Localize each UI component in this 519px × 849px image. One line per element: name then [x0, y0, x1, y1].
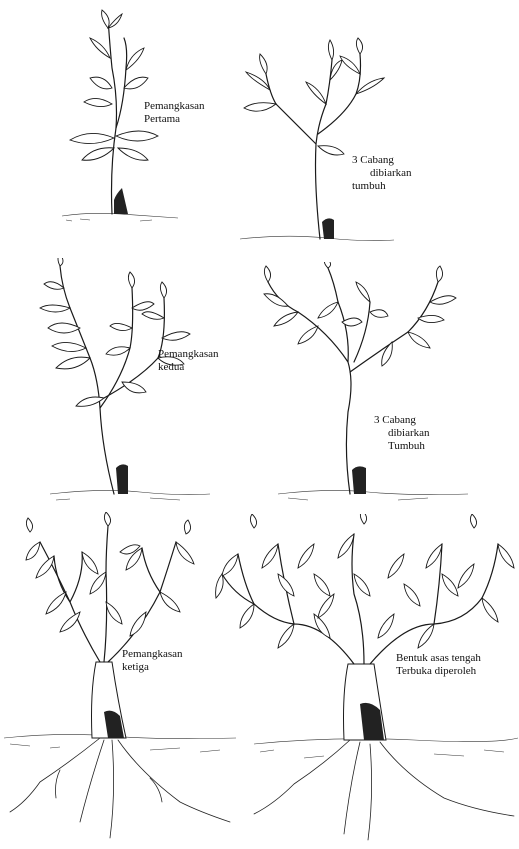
- label-stage-5-line-2: ketiga: [122, 661, 182, 674]
- plant-stage-2: 3 Cabang dibiarkan tumbuh: [236, 34, 396, 249]
- label-stage-2-line-1: 3 Cabang: [352, 154, 412, 167]
- plant-stage-3-drawing: [30, 258, 240, 508]
- label-stage-1: Pemangkasan Pertama: [144, 100, 204, 126]
- plant-stage-1: Pemangkasan Pertama: [60, 8, 180, 228]
- plant-stage-2-drawing: [236, 34, 396, 249]
- plant-stage-5-drawing: [0, 512, 240, 842]
- plant-stage-6-drawing: [214, 514, 519, 844]
- label-stage-3: Pemangkasan kedua: [158, 348, 218, 374]
- label-stage-6-line-2: Terbuka diperoleh: [396, 665, 481, 678]
- label-stage-2-line-3: tumbuh: [352, 180, 412, 193]
- label-stage-4-line-1: 3 Cabang: [374, 414, 430, 427]
- plant-stage-5: Pemangkasan ketiga: [0, 512, 240, 842]
- plant-stage-6: Bentuk asas tengah Terbuka diperoleh: [214, 514, 519, 844]
- plant-stage-4-drawing: [258, 262, 478, 507]
- label-stage-3-line-2: kedua: [158, 361, 218, 374]
- label-stage-4: 3 Cabang dibiarkan Tumbuh: [374, 414, 430, 453]
- label-stage-5-line-1: Pemangkasan: [122, 648, 182, 661]
- label-stage-3-line-1: Pemangkasan: [158, 348, 218, 361]
- label-stage-5: Pemangkasan ketiga: [122, 648, 182, 674]
- label-stage-4-line-2: dibiarkan: [374, 427, 430, 440]
- label-stage-1-line-2: Pertama: [144, 113, 204, 126]
- label-stage-4-line-3: Tumbuh: [374, 440, 430, 453]
- label-stage-1-line-1: Pemangkasan: [144, 100, 204, 113]
- label-stage-6: Bentuk asas tengah Terbuka diperoleh: [396, 652, 481, 678]
- plant-stage-3: Pemangkasan kedua: [30, 258, 240, 508]
- label-stage-2-line-2: dibiarkan: [352, 167, 412, 180]
- label-stage-6-line-1: Bentuk asas tengah: [396, 652, 481, 665]
- label-stage-2: 3 Cabang dibiarkan tumbuh: [352, 154, 412, 193]
- plant-stage-4: 3 Cabang dibiarkan Tumbuh: [258, 262, 478, 507]
